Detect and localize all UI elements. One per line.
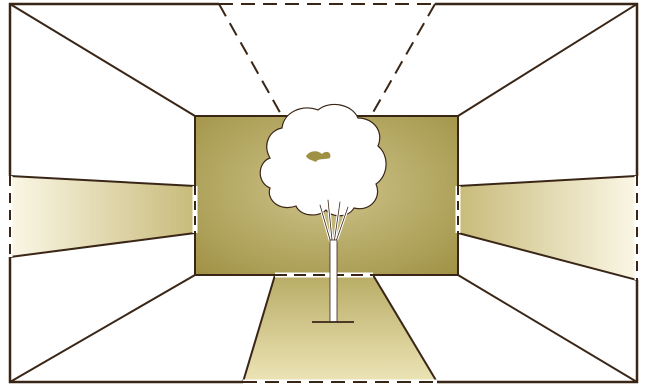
- skylight-right-dashed: [371, 4, 435, 116]
- tree-trunk: [330, 240, 337, 322]
- corner-line-top-left: [10, 4, 195, 116]
- right-wall-band: [458, 176, 637, 280]
- corner-line-bottom-right: [458, 275, 637, 382]
- corner-line-bottom-left: [10, 275, 195, 382]
- skylight-left-dashed: [219, 4, 282, 116]
- floor-path: [243, 275, 437, 382]
- corner-line-top-right: [458, 4, 637, 116]
